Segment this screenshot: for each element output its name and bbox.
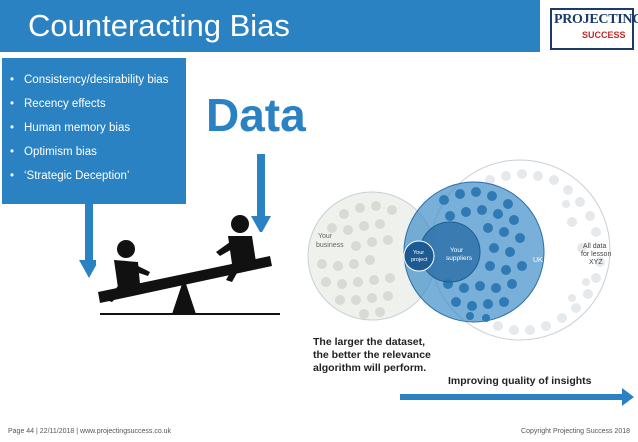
bullet-marker: • [10, 146, 15, 158]
slide-title: Counteracting Bias [28, 8, 290, 43]
projecting-success-logo: PROJECTING SUCCESS [548, 6, 638, 50]
bias-item: • ‘Strategic Deception’ [10, 164, 168, 188]
suppliers-label-line-2: suppliers [446, 255, 473, 262]
bias-list-box: • Consistency/desirability bias • Recency … [2, 58, 186, 204]
insights-right-arrow [400, 388, 634, 406]
project-label-line-1: Your [413, 250, 424, 256]
bias-item-label: Human memory bias [24, 122, 131, 134]
business-label-line-2: business [316, 242, 344, 249]
caption-line: The larger the dataset, [313, 336, 426, 348]
bias-item: • Recency effects [10, 92, 168, 116]
bullet-marker: • [10, 170, 15, 182]
bias-item-label: ‘Strategic Deception’ [24, 170, 130, 182]
footer-copyright: Copyright Projecting Success 2018 [521, 428, 630, 435]
project-label-line-2: project [411, 257, 428, 263]
uk-label: UK [533, 257, 543, 264]
insights-label: Improving quality of insights [448, 375, 592, 387]
footer-page-info: Page 44 | 22/11/2018 | www.projectingsuc… [8, 428, 172, 435]
seesaw-ground [100, 313, 280, 315]
seesaw-pivot [172, 278, 196, 314]
business-label-line-1: Your [318, 233, 333, 240]
data-heading: Data [206, 89, 306, 141]
caption-line: algorithm will perform. [313, 362, 427, 374]
all-data-label-line-2: for lesson [581, 251, 611, 258]
logo-frame [550, 8, 634, 50]
bias-item: • Consistency/desirability bias [10, 68, 168, 92]
all-data-label-line-1: All data [583, 243, 606, 250]
person-left-icon [106, 240, 150, 302]
logo-main-text: PROJECTING [554, 12, 638, 27]
data-down-arrow [251, 154, 271, 234]
title-bar: Counteracting Bias [0, 0, 540, 52]
bias-item-label: Recency effects [24, 98, 106, 110]
bias-down-arrow [79, 204, 99, 278]
bullet-marker: • [10, 122, 15, 134]
bullet-marker: • [10, 98, 15, 110]
project-circle [403, 240, 435, 272]
all-data-label-line-3: XYZ [589, 259, 603, 266]
bias-item-label: Consistency/desirability bias [24, 74, 169, 86]
suppliers-label-line-1: Your [450, 247, 464, 254]
logo-sub-text: SUCCESS [582, 30, 626, 40]
person-right-icon [216, 215, 256, 282]
seesaw-plank [98, 256, 272, 303]
dataset-caption: The larger the dataset, the better the r… [313, 336, 431, 375]
bias-item: • Human memory bias [10, 116, 168, 140]
bias-list: • Consistency/desirability bias • Recency … [10, 68, 168, 188]
bias-item: • Optimism bias [10, 140, 168, 164]
caption-line: the better the relevance [313, 349, 431, 361]
bias-item-label: Optimism bias [24, 146, 97, 158]
bullet-marker: • [10, 74, 15, 86]
